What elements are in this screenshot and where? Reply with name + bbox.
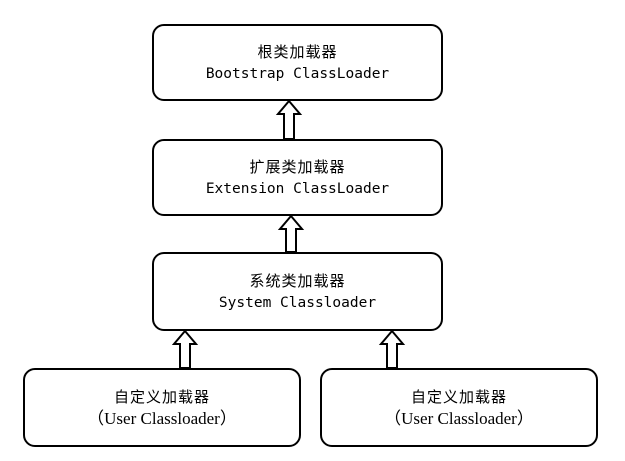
bootstrap-classloader-node: 根类加载器 Bootstrap ClassLoader	[152, 24, 443, 101]
extension-cn-label: 扩展类加载器	[249, 157, 346, 176]
extension-en-label: Extension ClassLoader	[205, 180, 390, 197]
user-right-cn-label: 自定义加载器	[410, 387, 507, 406]
bootstrap-cn-label: 根类加载器	[257, 42, 338, 61]
arrow-extension-to-bootstrap	[275, 99, 303, 140]
extension-classloader-node: 扩展类加载器 Extension ClassLoader	[152, 139, 443, 216]
system-classloader-node: 系统类加载器 System Classloader	[152, 252, 443, 331]
system-cn-label: 系统类加载器	[249, 271, 346, 290]
arrow-system-to-extension	[277, 214, 305, 253]
user-left-en-label: （User Classloader）	[87, 408, 237, 428]
bootstrap-en-label: Bootstrap ClassLoader	[205, 65, 390, 82]
user-right-en-label: （User Classloader）	[384, 408, 534, 428]
arrow-user-right-to-system	[378, 329, 406, 369]
user-left-cn-label: 自定义加载器	[113, 387, 210, 406]
system-en-label: System Classloader	[218, 294, 377, 311]
arrow-user-left-to-system	[171, 329, 199, 369]
user-classloader-right-node: 自定义加载器 （User Classloader）	[320, 368, 598, 447]
user-classloader-left-node: 自定义加载器 （User Classloader）	[23, 368, 301, 447]
